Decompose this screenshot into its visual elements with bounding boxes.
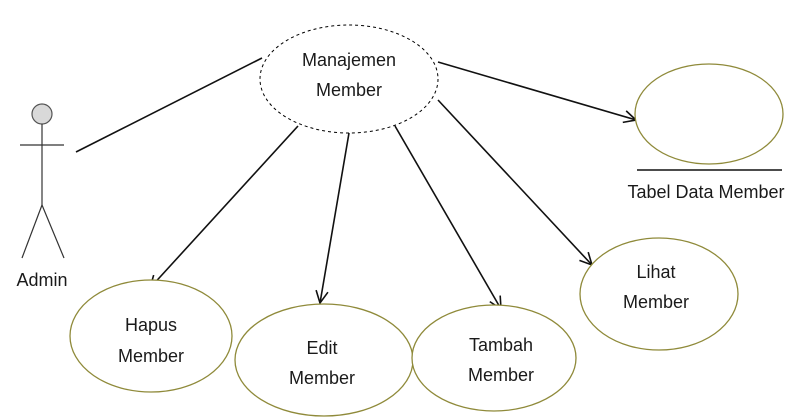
tabel-data-member-node: Tabel Data Member [627, 63, 785, 202]
lihat-member-use-case: Lihat Member [579, 237, 739, 351]
edit-member-line1: Edit [306, 338, 337, 358]
admin-actor: Admin [16, 103, 68, 290]
hapus-member-use-case: Hapus Member [69, 279, 233, 393]
actor-right-leg [41, 204, 65, 259]
lihat-member-line1: Lihat [636, 262, 675, 282]
tabel-data-member-label: Tabel Data Member [627, 182, 784, 202]
arrow-to-hapus-member [150, 125, 299, 288]
tambah-member-use-case: Tambah Member [411, 304, 577, 412]
arrow-to-tambah-member [394, 125, 501, 309]
actor-head [31, 103, 53, 125]
manajemen-member-node: Manajemen Member [259, 24, 439, 134]
edit-member-use-case: Edit Member [234, 303, 414, 417]
arrow-to-lihat-member [437, 99, 592, 265]
association-admin-to-controller [75, 57, 263, 153]
tabel-data-member-ellipse [634, 63, 784, 165]
manajemen-member-line1: Manajemen [302, 50, 396, 70]
arrow-to-tabel-data-member [437, 61, 636, 120]
hapus-member-line1: Hapus [125, 315, 177, 335]
actor-label: Admin [16, 270, 67, 290]
edit-member-line2: Member [289, 368, 355, 388]
manajemen-member-line2: Member [316, 80, 382, 100]
tambah-member-line1: Tambah [469, 335, 533, 355]
lihat-member-line2: Member [623, 292, 689, 312]
tambah-member-line2: Member [468, 365, 534, 385]
actor-left-leg [21, 204, 43, 259]
hapus-member-line2: Member [118, 346, 184, 366]
arrow-to-edit-member [320, 132, 350, 303]
